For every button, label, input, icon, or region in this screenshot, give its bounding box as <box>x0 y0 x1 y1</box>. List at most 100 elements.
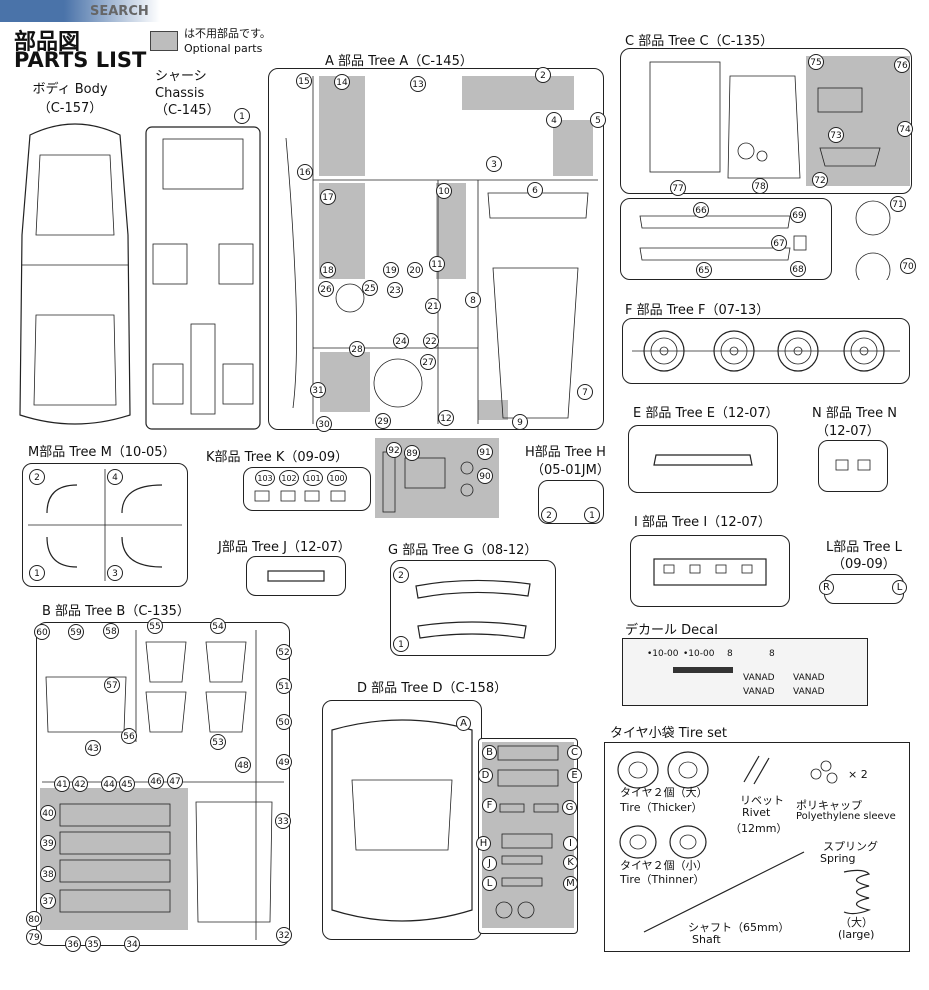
tree-m-parts <box>28 469 182 581</box>
part-number: 22 <box>423 333 439 349</box>
decal-vanad: VANAD <box>743 673 775 683</box>
body-code: （C-157） <box>37 101 103 116</box>
tree-n-frame <box>818 440 888 492</box>
tree-d-lights <box>495 745 559 919</box>
part-letter: J <box>482 856 497 871</box>
chassis-code: （C-145） <box>155 103 220 118</box>
decal-plate: •10-00 <box>683 649 715 659</box>
decal-plate: •10-00 <box>647 649 679 659</box>
watermark <box>0 0 160 22</box>
tire-set-drawing <box>617 751 871 933</box>
part-number: 4 <box>546 112 562 128</box>
tire-thin-jp: タイヤ２個（小） <box>620 859 708 872</box>
tree-k-parts <box>254 490 346 502</box>
tree-e-frame <box>628 425 778 493</box>
tree-c-title: C 部品 Tree C（C-135） <box>625 34 774 49</box>
part-number: 101 <box>303 470 323 486</box>
part-number: 38 <box>40 866 56 882</box>
tree-m-title: M部品 Tree M（10-05） <box>28 445 176 460</box>
poly-jp: ポリキャップ <box>796 799 862 812</box>
poly-en: Polyethylene sleeve <box>796 811 896 822</box>
part-number: 29 <box>375 413 391 429</box>
tree-j-part <box>267 570 325 582</box>
tree-l-frame <box>824 574 904 604</box>
part-number: 77 <box>670 180 686 196</box>
tree-a-optional-28 <box>320 352 370 412</box>
part-number: 59 <box>68 624 84 640</box>
part-number: 56 <box>121 728 137 744</box>
part-number: 13 <box>410 76 426 92</box>
part-letter: C <box>567 745 582 760</box>
decal-sheet: •10-00 •10-00 8 8 VANAD VANAD VANAD VANA… <box>622 638 868 706</box>
tree-a-optional-2 <box>462 76 574 110</box>
tree-g-title: G 部品 Tree G（08-12） <box>388 543 538 558</box>
part-number: 19 <box>383 262 399 278</box>
part-number: 47 <box>167 773 183 789</box>
part-letter: I <box>563 836 578 851</box>
part-number: 3 <box>486 156 502 172</box>
tire-set-box <box>604 742 910 952</box>
part-number: 20 <box>407 262 423 278</box>
tree-b-optional <box>40 788 188 930</box>
part-number: 2 <box>535 67 551 83</box>
part-number: 68 <box>790 261 806 277</box>
tree-i-part <box>653 558 767 586</box>
part-number: 35 <box>85 936 101 952</box>
part-number: 34 <box>124 936 140 952</box>
tree-l-title: L部品 Tree L <box>826 540 902 555</box>
part-number: 49 <box>276 754 292 770</box>
part-letter: L <box>892 580 907 595</box>
part-number: 26 <box>318 281 334 297</box>
part-number: 14 <box>334 74 350 90</box>
part-number: 50 <box>276 714 292 730</box>
tree-n-title: N 部品 Tree N <box>812 406 897 421</box>
part-number: 75 <box>808 54 824 70</box>
part-number: 44 <box>101 776 117 792</box>
tree-h-runner <box>382 451 474 513</box>
rivet-size: （12mm） <box>730 822 788 835</box>
part-letter: D <box>478 768 493 783</box>
part-number: 27 <box>420 354 436 370</box>
part-letter: M <box>563 876 578 891</box>
tree-j-frame <box>246 556 346 596</box>
optional-legend-swatch <box>150 31 178 51</box>
chassis-jp: シャーシ <box>155 69 207 84</box>
decal-plate: 8 <box>727 649 733 659</box>
part-number: 15 <box>296 73 312 89</box>
tree-i-frame <box>630 535 790 607</box>
tree-g-parts <box>415 579 531 639</box>
part-number: 80 <box>26 911 42 927</box>
part-letter: A <box>456 716 471 731</box>
part-number: 30 <box>316 416 332 432</box>
part-number: 32 <box>276 927 292 943</box>
chassis-drawing <box>145 126 261 430</box>
chassis-en: Chassis <box>155 86 205 101</box>
tree-a-title: A 部品 Tree A（C-145） <box>325 54 473 69</box>
part-number: 3 <box>107 565 123 581</box>
part-number: 78 <box>752 178 768 194</box>
tree-a-optional-9 <box>478 400 508 420</box>
part-number: 2 <box>541 507 557 523</box>
part-number: 71 <box>890 196 906 212</box>
part-number: 72 <box>812 172 828 188</box>
part-number: 102 <box>279 470 299 486</box>
part-number: 33 <box>275 813 291 829</box>
spring-en: Spring <box>820 852 856 865</box>
decal-vanad: VANAD <box>743 687 775 697</box>
part-number: 39 <box>40 835 56 851</box>
part-number: 54 <box>210 618 226 634</box>
part-number: 1 <box>29 565 45 581</box>
decal-plate: 8 <box>769 649 775 659</box>
spring-size-jp: （大） <box>840 916 873 929</box>
tree-a-optional-14 <box>319 76 365 176</box>
part-number: 65 <box>696 262 712 278</box>
part-number: 36 <box>65 936 81 952</box>
part-number: 7 <box>577 384 593 400</box>
part-number: 76 <box>894 57 910 73</box>
part-number: 91 <box>477 444 493 460</box>
part-number: 16 <box>297 164 313 180</box>
part-number: 53 <box>210 734 226 750</box>
part-number: 51 <box>276 678 292 694</box>
part-number: 21 <box>425 298 441 314</box>
tire-set-title: タイヤ小袋 Tire set <box>610 726 727 741</box>
